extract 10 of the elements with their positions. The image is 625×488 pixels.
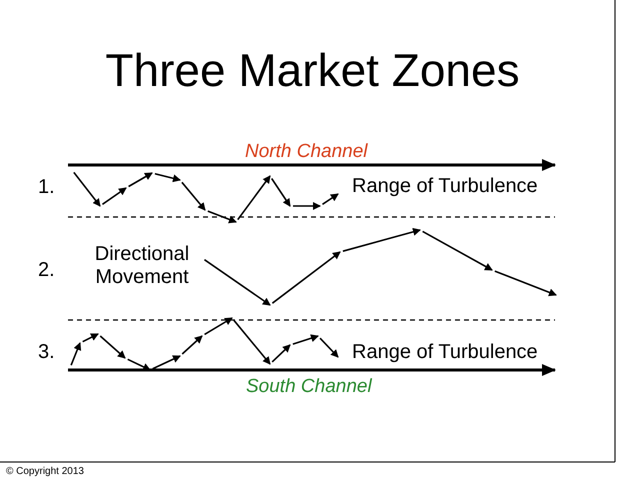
zone-number: 1. [38, 176, 55, 199]
zone-label: Directional Movement [94, 243, 190, 289]
channel-label: North Channel [245, 141, 368, 163]
zone-number: 2. [38, 259, 55, 282]
zone-label: Range of Turbulence [352, 341, 538, 364]
channel-label: South Channel [246, 376, 372, 398]
copyright-note: © Copyright 2013 [6, 466, 84, 478]
zone-number: 3. [38, 341, 55, 364]
zone-label: Range of Turbulence [352, 175, 538, 198]
title: Three Market Zones [104, 44, 521, 97]
